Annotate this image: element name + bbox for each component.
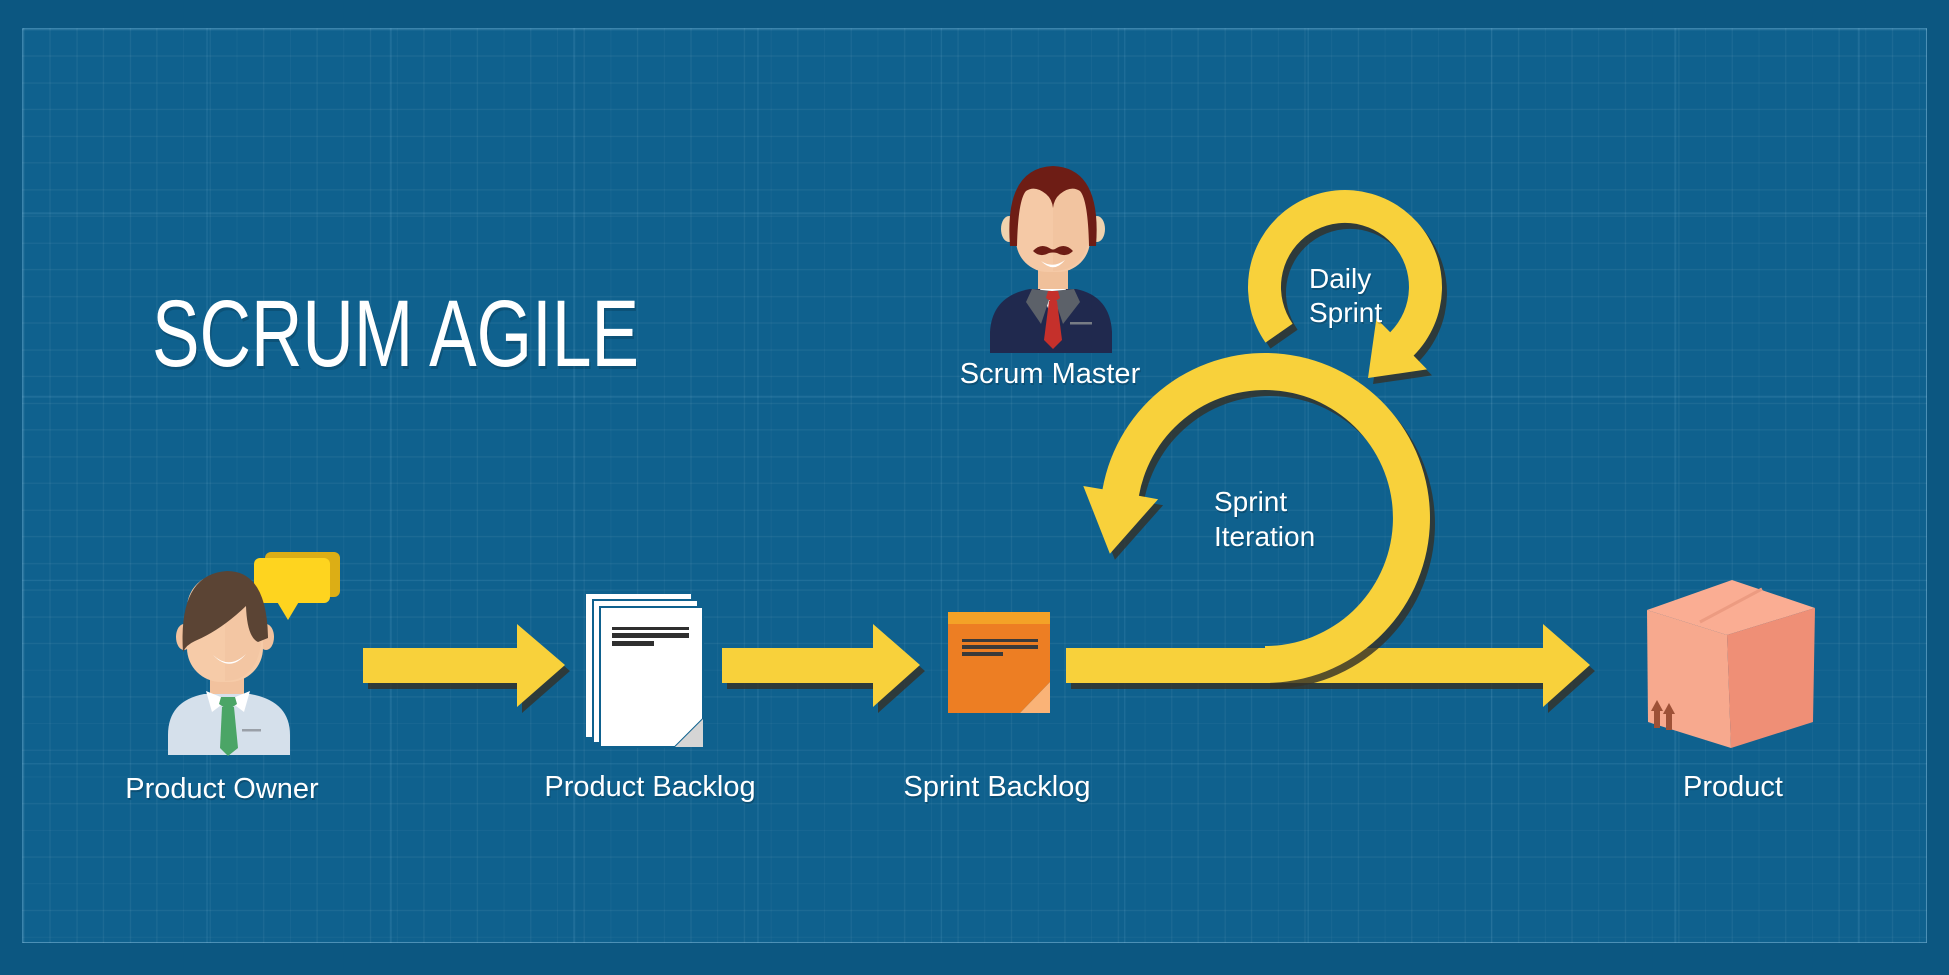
daily-sprint-label-line2: Sprint xyxy=(1309,297,1383,328)
shipping-up-arrows-icon xyxy=(1651,700,1675,730)
sticky-note-icon xyxy=(948,612,1050,713)
scrum-master-avatar-icon xyxy=(990,166,1112,353)
daily-sprint-loop-icon xyxy=(1247,190,1442,378)
daily-sprint-label-line1: Daily xyxy=(1309,263,1372,294)
product-label: Product xyxy=(1683,771,1783,803)
document-stack-icon xyxy=(586,594,704,748)
product-owner-label: Product Owner xyxy=(125,773,319,805)
flow-arrow-icon xyxy=(363,624,565,707)
product-owner-avatar-icon xyxy=(168,571,290,756)
sprint-iteration-label: Sprint Iteration xyxy=(1214,484,1315,554)
sprint-iteration-label-line2: Iteration xyxy=(1214,521,1316,552)
flow-arrow-icon xyxy=(722,624,920,707)
product-backlog-label: Product Backlog xyxy=(544,771,756,803)
speech-bubbles-icon xyxy=(254,552,340,620)
sprint-iteration-label-line1: Sprint xyxy=(1214,486,1288,517)
page-title: SCRUM AGILE xyxy=(152,281,639,387)
daily-sprint-label: Daily Sprint xyxy=(1309,262,1382,330)
blueprint-grid-background xyxy=(22,28,1927,943)
scrum-master-label: Scrum Master xyxy=(959,358,1141,390)
package-box-icon xyxy=(1647,580,1815,748)
sprint-backlog-label: Sprint Backlog xyxy=(903,771,1091,803)
